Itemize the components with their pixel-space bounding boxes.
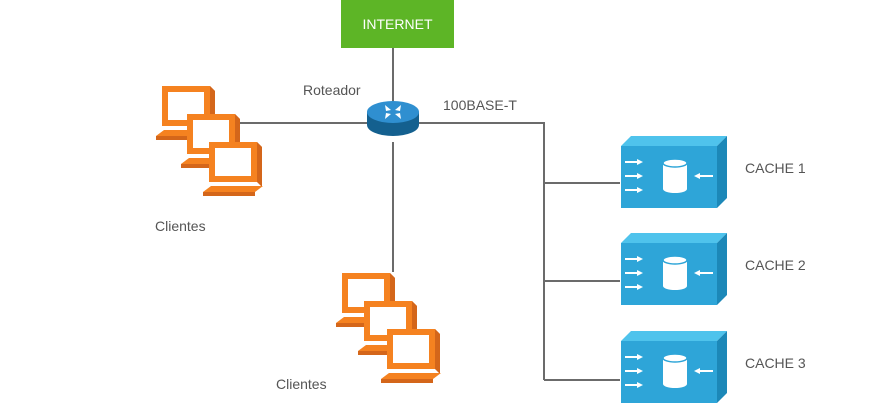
clients-group-top: Clientes [155,86,263,234]
computer-icon [156,86,263,196]
clients-label-top: Clientes [155,218,206,234]
cache-label-2: CACHE 2 [745,257,806,273]
computer-icon [336,273,441,383]
cache-label-1: CACHE 1 [745,160,806,176]
cache-label-3: CACHE 3 [745,355,806,371]
internet-node: INTERNET [341,0,454,48]
cache-node-3: CACHE 3 [620,330,806,404]
clients-label-bottom: Clientes [276,376,327,392]
router-node: Roteador [303,82,419,136]
router-label: Roteador [303,82,361,98]
cache-node-1: CACHE 1 [620,135,806,209]
cache-node-2: CACHE 2 [620,232,806,306]
router-icon [367,101,419,136]
internet-box [341,0,454,48]
network-links [236,48,620,381]
cache-server-icon [620,330,728,404]
clients-group-bottom: Clientes [276,273,441,392]
link-speed-label: 100BASE-T [443,97,517,113]
cache-server-icon [620,135,728,209]
internet-label: INTERNET [363,16,433,32]
cache-server-icon [620,232,728,306]
link-router-caches [416,122,545,380]
